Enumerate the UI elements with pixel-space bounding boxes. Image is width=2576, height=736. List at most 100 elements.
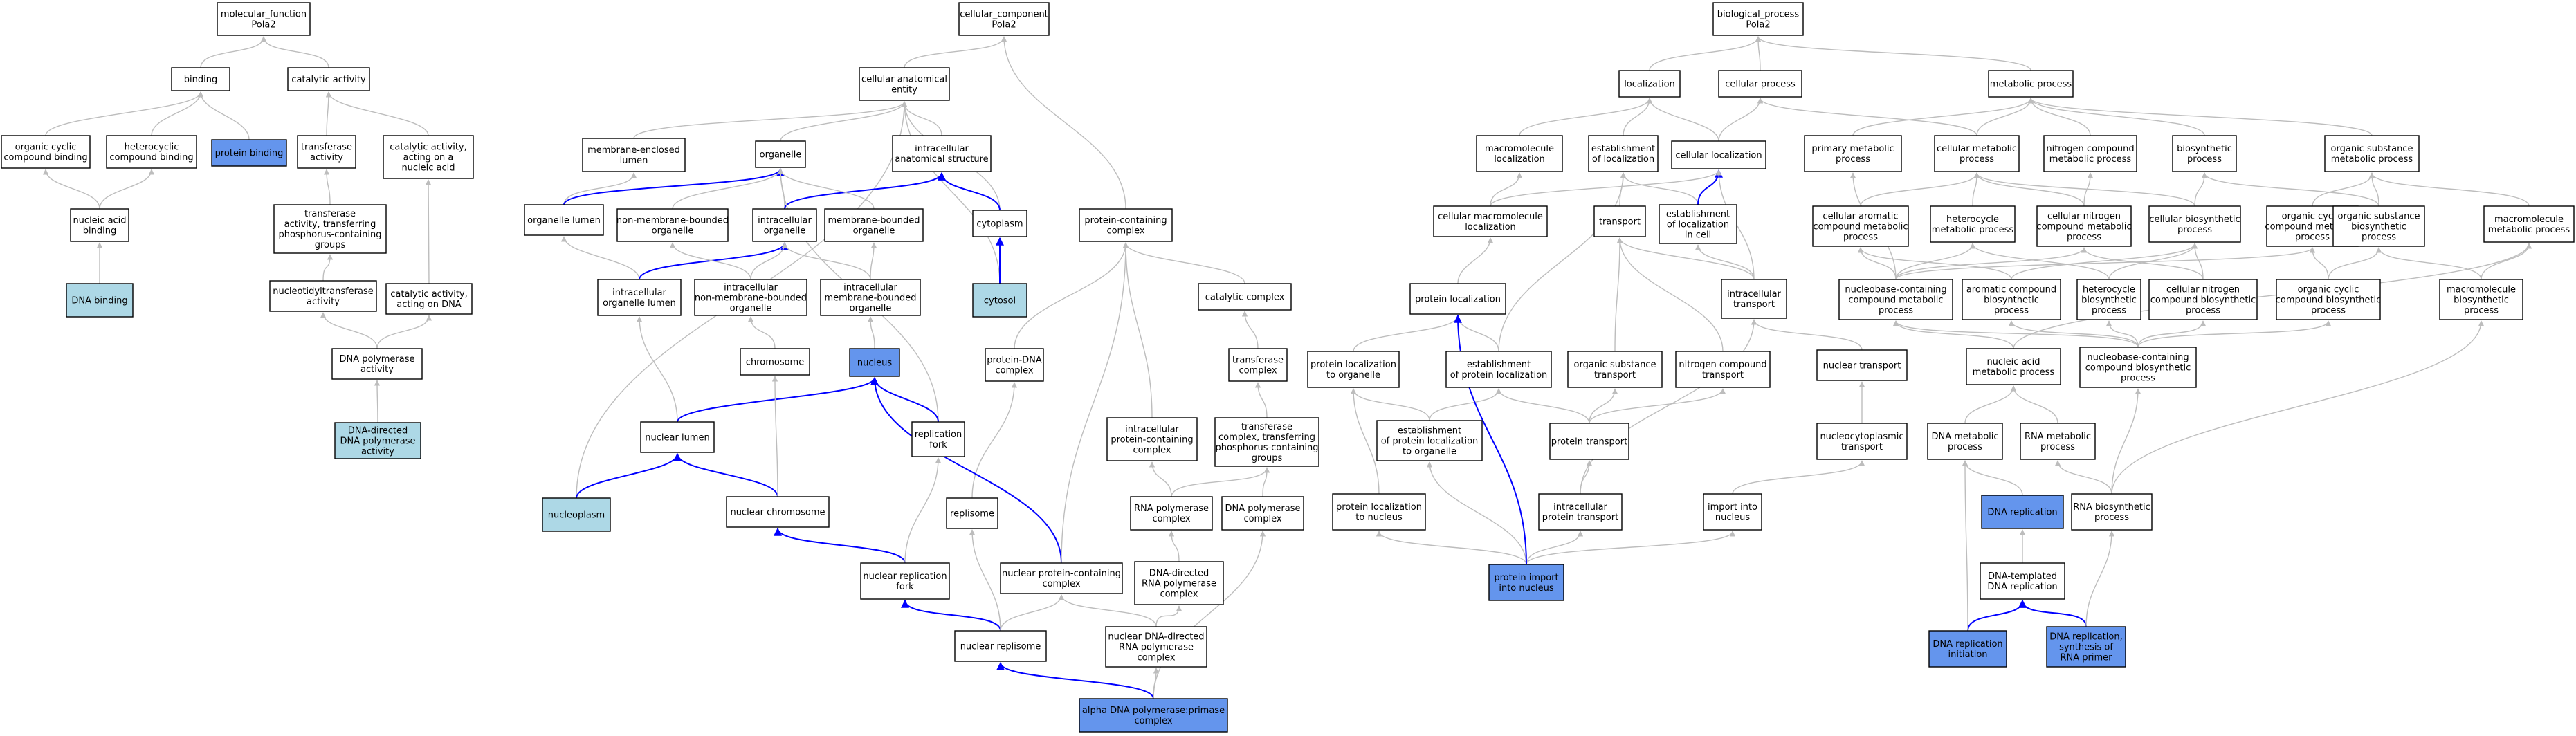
node-nuclear-chromosome[interactable]: nuclear chromosome bbox=[726, 496, 830, 528]
node-metabolic-process[interactable]: metabolic process bbox=[1988, 70, 2074, 98]
node-organelle[interactable]: organelle bbox=[755, 140, 806, 168]
node-nucleoplasm[interactable]: nucleoplasm bbox=[542, 497, 611, 532]
node-cellular-process[interactable]: cellular process bbox=[1718, 70, 1802, 98]
node-chromosome[interactable]: chromosome bbox=[740, 348, 810, 376]
node-nuclear-replisome[interactable]: nuclear replisome bbox=[954, 630, 1047, 662]
node-replisome[interactable]: replisome bbox=[946, 497, 998, 529]
node-catalytic-activity[interactable]: catalytic activity bbox=[287, 67, 370, 91]
node-dna-binding[interactable]: DNA binding bbox=[66, 283, 134, 318]
node-nuclear-lumen[interactable]: nuclear lumen bbox=[640, 421, 715, 453]
node-protein-localization[interactable]: protein localization bbox=[1409, 283, 1506, 315]
node-protein-binding[interactable]: protein binding bbox=[211, 139, 287, 167]
node-transport[interactable]: transport bbox=[1593, 205, 1646, 237]
node-cytoplasm[interactable]: cytoplasm bbox=[972, 210, 1027, 237]
node-cytosol[interactable]: cytosol bbox=[972, 283, 1027, 318]
node-binding[interactable]: binding bbox=[171, 67, 230, 91]
node-nucleus[interactable]: nucleus bbox=[849, 348, 900, 377]
node-nuclear-transport[interactable]: nuclear transport bbox=[1816, 349, 1908, 381]
node-cellular-localization[interactable]: cellular localization bbox=[1671, 140, 1766, 169]
node-organelle-lumen[interactable]: organelle lumen bbox=[524, 204, 604, 236]
node-localization[interactable]: localization bbox=[1618, 70, 1681, 98]
node-protein-transport[interactable]: protein transport bbox=[1549, 423, 1629, 460]
node-dna-replication[interactable]: DNA replication bbox=[1981, 495, 2064, 529]
node-catalytic-on-dna[interactable]: catalytic activity,acting on DNA bbox=[385, 283, 473, 315]
node-catalytic-complex[interactable]: catalytic complex bbox=[1198, 283, 1292, 311]
